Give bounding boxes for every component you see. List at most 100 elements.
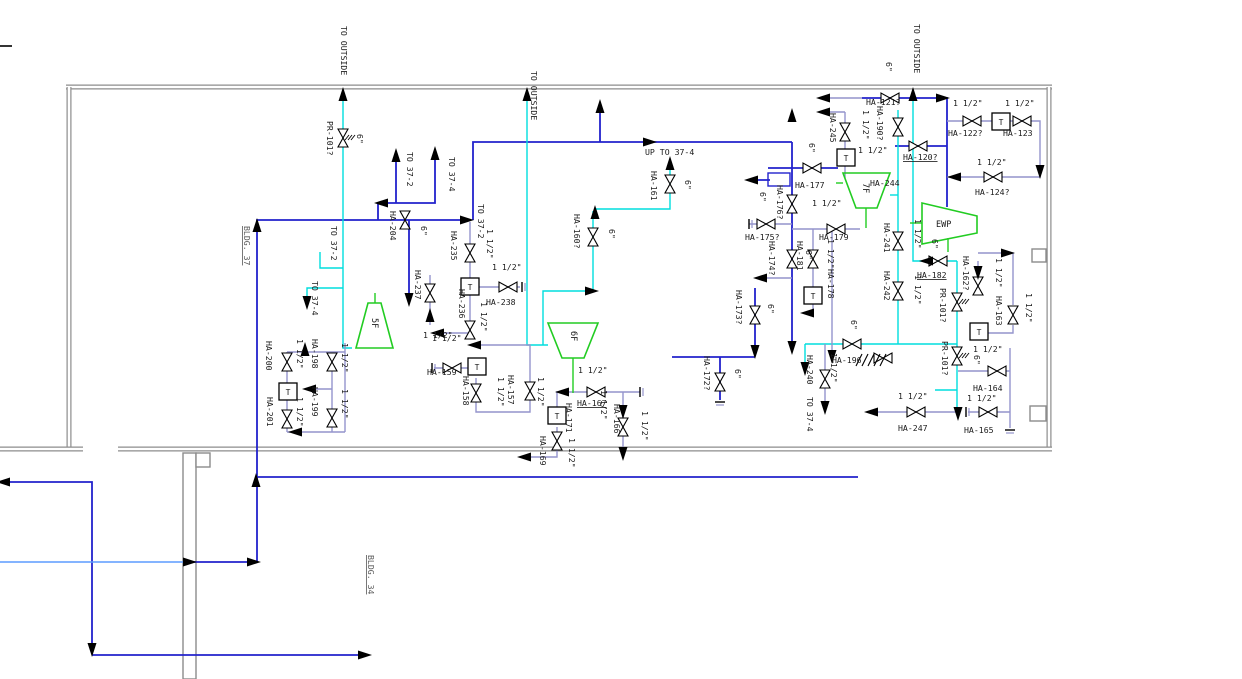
flow-arrow: [665, 156, 675, 170]
label-ha-178: HA-178: [826, 269, 836, 299]
flow-arrow: [358, 650, 372, 660]
pipe: [377, 151, 436, 220]
valve-symbol: [326, 352, 338, 372]
flow-arrow: [460, 215, 474, 225]
label-ha-171: HA-171: [564, 403, 574, 433]
flow-arrow: [300, 342, 310, 356]
label-ha-161: HA-161: [649, 171, 659, 201]
label-ha-244: HA-244: [870, 178, 900, 188]
wall-pier: [1029, 405, 1047, 422]
flow-arrow: [750, 345, 760, 359]
flow-arrow: [338, 87, 348, 101]
label-1-1-2-: 1 1/2": [485, 229, 495, 259]
flow-arrow: [800, 308, 814, 318]
pipe: [526, 92, 548, 346]
flow-arrow: [1035, 165, 1045, 179]
flow-arrow: [787, 341, 797, 355]
label-6-: 6": [972, 355, 982, 365]
label-1-1-2-: 1 1/2": [492, 262, 522, 272]
valve-symbol: [498, 281, 518, 293]
wall-pier: [182, 452, 197, 679]
flow-arrow: [744, 175, 758, 185]
label-ha-179: HA-179: [819, 232, 849, 242]
label-ha-160-: HA-160?: [572, 214, 582, 249]
label-1-1-2-: 1 1/2": [1024, 293, 1034, 323]
valve-symbol: [586, 386, 606, 398]
valve-symbol: [978, 406, 998, 418]
label-1-1-2-: 1 1/2": [973, 344, 1003, 354]
label-ha-247: HA-247: [898, 423, 928, 433]
label-6-: 6": [607, 229, 617, 239]
flow-arrow: [252, 218, 262, 232]
flow-arrow: [643, 137, 657, 147]
flow-arrow: [430, 146, 440, 160]
trap-box: [969, 322, 989, 341]
flow-arrow: [947, 172, 961, 182]
funnel-label: 5F: [369, 318, 379, 328]
flow-arrow: [288, 427, 302, 437]
funnel-5F: [354, 302, 395, 349]
valve-symbol: [892, 117, 904, 137]
flow-arrow: [953, 407, 963, 421]
label-6-: 6": [849, 320, 859, 330]
label-1-1-2-: 1 1/2": [295, 339, 305, 369]
valve-symbol: [442, 362, 462, 374]
flow-arrow: [251, 473, 261, 487]
drain-hatch: [867, 353, 875, 367]
flow-arrow: [936, 93, 950, 103]
valve-symbol: [524, 381, 536, 401]
trap-box: [547, 406, 567, 425]
trap-box: [836, 148, 856, 167]
label-pr-101-: PR-101?: [325, 121, 335, 156]
label-1-1-2-: 1 1/2": [340, 343, 350, 373]
label-ha-182: HA-182: [917, 270, 947, 280]
trap-box-glyph: T: [999, 118, 1004, 127]
valve-symbol: [1007, 305, 1019, 325]
valve-symbol: [281, 352, 293, 372]
valve-symbol: [1012, 115, 1032, 127]
label-to-outside: TO OUTSIDE: [912, 24, 922, 73]
label-ha-122-: HA-122?: [948, 128, 983, 138]
valve-symbol: [826, 223, 846, 235]
label-1-1-2-: 1 1/2": [599, 390, 609, 420]
valve-symbol: [786, 194, 798, 214]
flow-arrow: [816, 93, 830, 103]
flow-arrow: [302, 296, 312, 310]
flow-arrow: [183, 557, 197, 567]
valve-symbol: [756, 218, 776, 230]
label-ha-159: HA-159: [427, 367, 457, 377]
valve-symbol: [951, 346, 970, 366]
label-1-1-2-: 1 1/2": [536, 377, 546, 407]
label-1-1-2-: 1 1/2": [340, 389, 350, 419]
label-6-: 6": [884, 62, 894, 72]
trap-box-glyph: T: [844, 154, 849, 163]
valve-symbol: [802, 162, 822, 174]
label-1-1-2-: 1 1/2": [913, 275, 923, 305]
flow-arrow: [590, 205, 600, 219]
flow-arrow: [827, 350, 837, 364]
valve-symbol: [664, 174, 676, 194]
flow-arrow: [816, 107, 830, 117]
valve-symbol: [326, 408, 338, 428]
pipe: [342, 92, 352, 349]
valve-symbol: [464, 320, 476, 340]
label-ha-123: HA-123: [1003, 128, 1033, 138]
valve-symbol: [819, 369, 831, 389]
label-1-1-2-: 1 1/2": [567, 438, 577, 468]
flow-arrow: [919, 256, 933, 266]
drain-hatch: [855, 353, 863, 367]
valve-symbol: [337, 128, 356, 148]
label-6-: 6": [355, 134, 365, 144]
label-to-37-4: TO 37-4: [447, 157, 457, 192]
valve-symbol: [587, 227, 599, 247]
funnel-label: 6F: [568, 331, 578, 341]
label-ha-169: HA-169: [538, 436, 548, 466]
label-ha-167: HA-167: [577, 398, 607, 408]
label-1-1-2-: 1 1/2": [826, 239, 836, 269]
label-ha-120-: HA-120?: [903, 152, 938, 162]
valve-symbol: [839, 122, 851, 142]
label-ha-240: HA-240: [805, 355, 815, 385]
label-1-1-2-: 1 1/2": [812, 198, 842, 208]
